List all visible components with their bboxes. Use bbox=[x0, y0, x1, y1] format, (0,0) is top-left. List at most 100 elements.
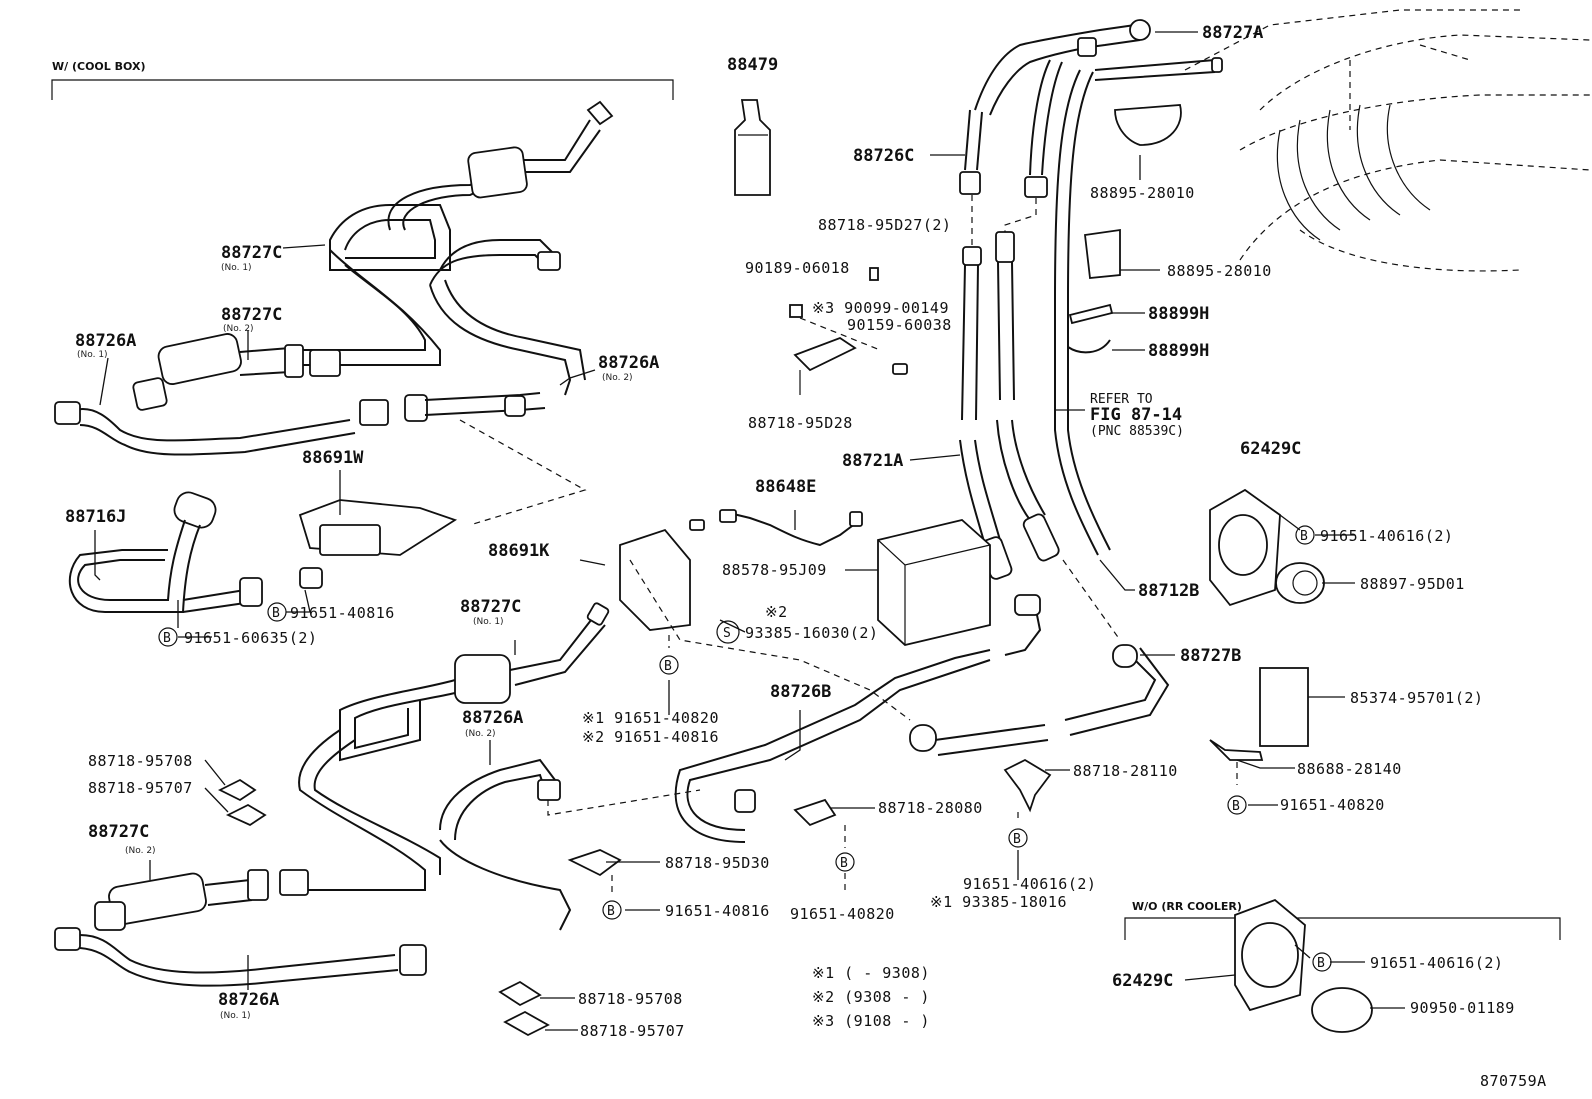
cool-box-hose-assembly bbox=[54, 100, 614, 456]
svg-text:(No. 1): (No. 1) bbox=[473, 617, 504, 627]
bracket-88718-95D28-icon bbox=[793, 336, 857, 372]
label-91651-60635: 91651-60635(2) bbox=[184, 629, 317, 647]
label-88727C-no2: 88727C bbox=[221, 305, 282, 325]
svg-text:(No. 1): (No. 1) bbox=[221, 263, 252, 273]
label-88718-95D28: 88718-95D28 bbox=[748, 414, 853, 432]
note-2: ※2 (9308 - ) bbox=[812, 988, 930, 1006]
bottle-88479-icon bbox=[734, 99, 771, 196]
label-88726A-no1-top: 88726A bbox=[75, 331, 136, 351]
label-88726A-no2-top: 88726A bbox=[598, 353, 659, 373]
svg-text:B: B bbox=[840, 856, 848, 871]
svg-text:B: B bbox=[163, 631, 171, 646]
note-3: ※3 (9108 - ) bbox=[812, 1012, 930, 1030]
label-88727A-top: 88727A bbox=[1202, 23, 1263, 43]
label-88718-28080: 88718-28080 bbox=[878, 799, 983, 817]
label-91651-40816-a: 91651-40816 bbox=[290, 604, 395, 622]
label-90189: 90189-06018 bbox=[745, 259, 850, 277]
lower-hose-assembly bbox=[54, 602, 610, 987]
label-91651-40616-bot: 91651-40616(2) bbox=[1370, 954, 1503, 972]
svg-text:(No. 1): (No. 1) bbox=[77, 350, 108, 360]
pipe-88726B-assembly bbox=[674, 594, 1170, 843]
cool-box-bracket: W/ (COOL BOX) bbox=[51, 60, 674, 100]
vehicle-body-outline bbox=[1184, 9, 1591, 272]
svg-text:(No. 2): (No. 2) bbox=[223, 324, 254, 334]
label-88718-95D27: 88718-95D27(2) bbox=[818, 216, 951, 234]
label-88648E: 88648E bbox=[755, 477, 816, 497]
svg-text:S: S bbox=[723, 626, 731, 641]
bracket-88688-icon bbox=[1209, 739, 1264, 761]
label-91651-40816-b: 91651-40816 bbox=[665, 902, 770, 920]
svg-text:(No. 1): (No. 1) bbox=[220, 1011, 251, 1021]
label-88479: 88479 bbox=[727, 55, 778, 75]
bolt-90159-icon bbox=[892, 363, 908, 375]
label-90099: ※3 90099-00149 bbox=[812, 299, 949, 317]
plug-90950-icon bbox=[1311, 987, 1373, 1033]
clip-88718-95708-a-icon bbox=[217, 778, 257, 802]
label-88718-28110: 88718-28110 bbox=[1073, 762, 1178, 780]
b-marker: B bbox=[602, 900, 622, 920]
label-88726A-no1-bottom: 88726A bbox=[218, 990, 279, 1010]
svg-text:(No. 2): (No. 2) bbox=[125, 846, 156, 856]
clip-88718-28110-icon bbox=[1003, 758, 1052, 813]
label-88727C-no1: 88727C bbox=[221, 243, 282, 263]
label-88726A-no2-mid: 88726A bbox=[462, 708, 523, 728]
svg-text:B: B bbox=[1013, 832, 1021, 847]
pad-88895-upper-icon bbox=[1114, 104, 1182, 146]
label-90159: 90159-60038 bbox=[847, 316, 952, 334]
label-88716J: 88716J bbox=[65, 507, 126, 527]
bracket-88691K-icon bbox=[619, 528, 691, 631]
svg-text:B: B bbox=[1232, 799, 1240, 814]
clip-88718-95708-b-icon bbox=[498, 980, 542, 1007]
center-hose-assembly bbox=[959, 19, 1223, 580]
svg-text:(No. 2): (No. 2) bbox=[465, 729, 496, 739]
part-labels: 88479 88727A 88726C 88895-28010 88718-95… bbox=[65, 23, 1515, 1040]
label-91651-40820-r: 91651-40820 bbox=[1280, 796, 1385, 814]
label-88726B: 88726B bbox=[770, 682, 831, 702]
rr-cooler-bracket: W/O (RR COOLER) bbox=[1124, 900, 1561, 940]
label-88895-upper: 88895-28010 bbox=[1090, 184, 1195, 202]
b-marker: B bbox=[1312, 952, 1332, 972]
svg-text:B: B bbox=[272, 606, 280, 621]
s-marker: S bbox=[716, 620, 740, 644]
leader-lines bbox=[94, 31, 1405, 1031]
label-88712B: 88712B bbox=[1138, 581, 1199, 601]
label-93385-16030-note: ※2 bbox=[765, 603, 788, 621]
clip-88718-95707-a-icon bbox=[225, 803, 267, 827]
label-88578: 88578-95J09 bbox=[722, 561, 827, 579]
note-1: ※1 ( - 9308) bbox=[812, 964, 930, 982]
label-62429C-bottom: 62429C bbox=[1112, 971, 1173, 991]
label-88718-95707-b: 88718-95707 bbox=[580, 1022, 685, 1040]
label-88688: 88688-28140 bbox=[1297, 760, 1402, 778]
label-90950: 90950-01189 bbox=[1410, 999, 1515, 1017]
block-85374-icon bbox=[1259, 667, 1309, 747]
label-93385-16030: 93385-16030(2) bbox=[745, 624, 878, 642]
label-91651-40820-c: 91651-40820 bbox=[790, 905, 895, 923]
svg-text:(No. 2): (No. 2) bbox=[602, 373, 633, 383]
label-91651-40616-mid: 91651-40616(2) bbox=[963, 875, 1096, 893]
clamp-88718-95D27-icon bbox=[869, 267, 879, 281]
label-88899H-lower: 88899H bbox=[1148, 341, 1209, 361]
label-93385-18016: ※1 93385-18016 bbox=[930, 893, 1067, 911]
clip-88718-95707-b-icon bbox=[503, 1010, 550, 1037]
b-marker: B bbox=[1227, 795, 1247, 815]
label-88899H-upper: 88899H bbox=[1148, 304, 1209, 324]
mid-parts bbox=[298, 499, 991, 646]
label-88727C-lower: 88727C bbox=[88, 822, 149, 842]
rr-cooler-heading: W/O (RR COOLER) bbox=[1132, 900, 1242, 913]
label-88727B: 88727B bbox=[1180, 646, 1241, 666]
dashed-connections bbox=[459, 419, 1238, 895]
b-marker: B bbox=[1295, 525, 1315, 545]
label-91651-40816-s2: ※2 91651-40816 bbox=[582, 728, 719, 746]
b-marker: B bbox=[158, 627, 178, 647]
lower-clips bbox=[217, 758, 1052, 1037]
circle-markers: B B B S B B B B B B bbox=[158, 525, 1332, 972]
label-88691K: 88691K bbox=[488, 541, 550, 561]
label-88718-95D30: 88718-95D30 bbox=[665, 854, 770, 872]
label-refer-pnc: (PNC 88539C) bbox=[1090, 424, 1184, 439]
label-88721A: 88721A bbox=[842, 451, 903, 471]
label-88895-lower: 88895-28010 bbox=[1167, 262, 1272, 280]
cool-box-heading: W/ (COOL BOX) bbox=[52, 60, 145, 73]
tube-88716J-assembly bbox=[68, 491, 263, 613]
